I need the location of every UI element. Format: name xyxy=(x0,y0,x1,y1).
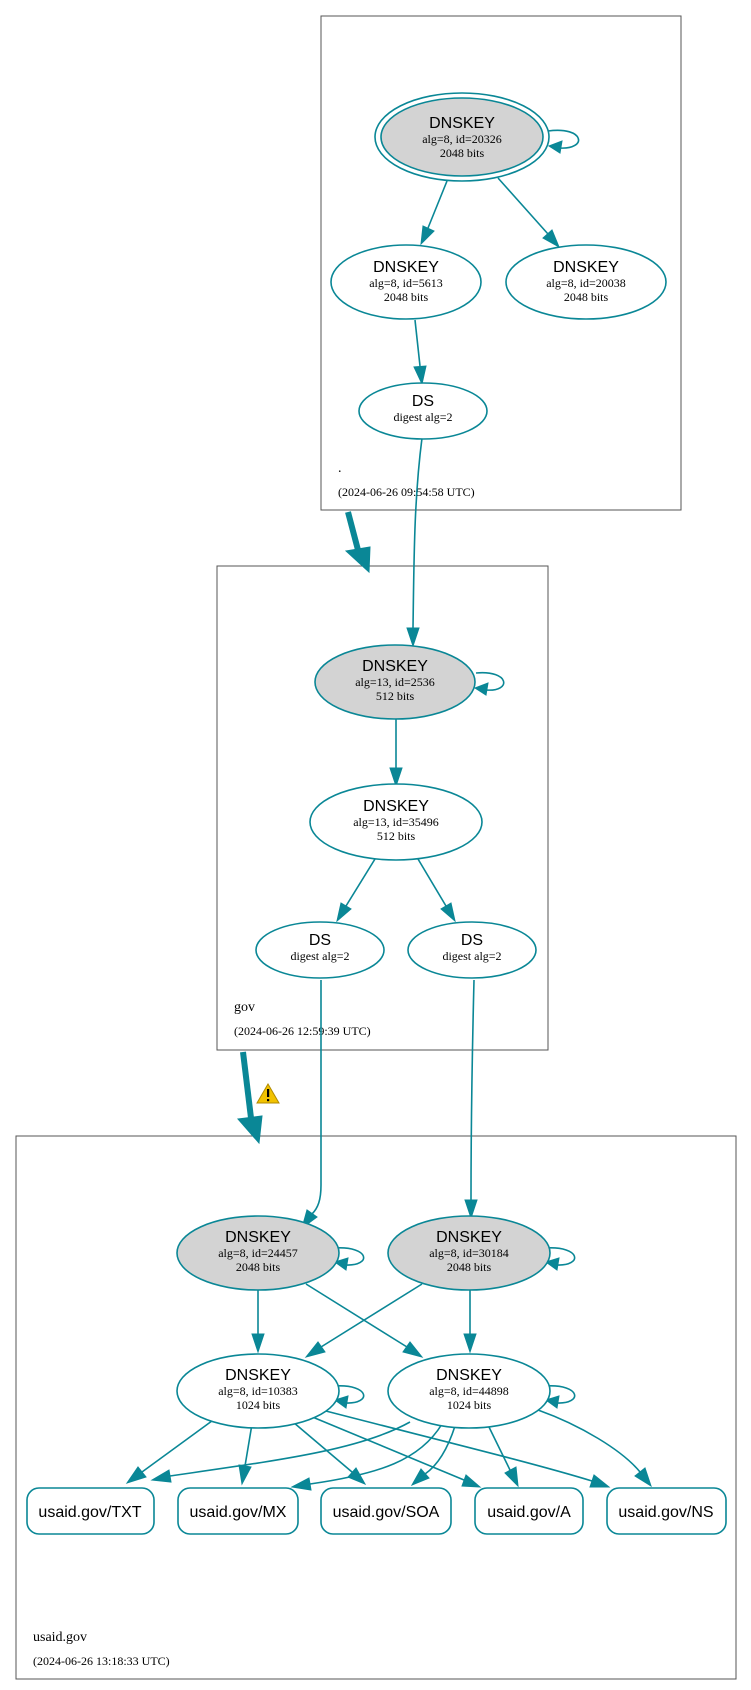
node-gov-ds1: DS digest alg=2 xyxy=(255,921,385,979)
delegation-root-to-gov xyxy=(344,511,371,574)
node-root-zsk1-bits: 2048 bits xyxy=(384,290,429,304)
node-root-zsk2-bits: 2048 bits xyxy=(564,290,609,304)
node-root-zsk1-alg: alg=8, id=5613 xyxy=(369,276,443,290)
rrset-txt: usaid.gov/TXT xyxy=(26,1487,155,1535)
rrset-ns: usaid.gov/NS xyxy=(606,1487,727,1535)
node-usaid-ksk1-bits: 2048 bits xyxy=(236,1260,281,1274)
self-loop-usaid-ksk1 xyxy=(333,1247,365,1271)
self-loop-usaid-zsk1 xyxy=(333,1385,365,1409)
node-usaid-zsk1: DNSKEY alg=8, id=10383 1024 bits xyxy=(176,1353,340,1429)
node-usaid-zsk2-bits: 1024 bits xyxy=(447,1398,492,1412)
edge-usaid-zsk1-to-ns xyxy=(321,1409,611,1488)
node-usaid-ksk2-bits: 2048 bits xyxy=(447,1260,492,1274)
edge-root-ds-to-gov-ksk xyxy=(406,437,423,648)
node-root-zsk1-title: DNSKEY xyxy=(373,259,439,276)
node-root-zsk2-title: DNSKEY xyxy=(553,259,619,276)
edge-gov-ds2-to-usaid-ksk2 xyxy=(464,979,478,1220)
edge-usaid-zsk2-to-ns xyxy=(537,1409,652,1488)
node-usaid-ksk1-title: DNSKEY xyxy=(225,1229,291,1246)
rrset-mx-label: usaid.gov/MX xyxy=(190,1504,287,1521)
node-usaid-ksk2-alg: alg=8, id=30184 xyxy=(429,1246,509,1260)
edge-root-ksk-to-zsk1 xyxy=(420,180,448,246)
edge-gov-zsk-to-ds1 xyxy=(336,858,376,923)
node-usaid-zsk1-title: DNSKEY xyxy=(225,1367,291,1384)
node-usaid-zsk1-bits: 1024 bits xyxy=(236,1398,281,1412)
edge-usaid-ksk1-to-zsk2 xyxy=(305,1283,424,1358)
node-gov-ksk-bits: 512 bits xyxy=(376,689,415,703)
rrset-soa-label: usaid.gov/SOA xyxy=(333,1504,440,1521)
node-root-ds: DS digest alg=2 xyxy=(358,382,488,440)
node-gov-zsk-alg: alg=13, id=35496 xyxy=(353,815,439,829)
edge-usaid-ksk1-to-zsk1 xyxy=(251,1290,265,1354)
node-usaid-zsk2: DNSKEY alg=8, id=44898 1024 bits xyxy=(387,1353,551,1429)
zone-gov-name: gov xyxy=(234,1000,255,1015)
edge-usaid-zsk1-to-txt xyxy=(125,1417,217,1484)
rrset-soa: usaid.gov/SOA xyxy=(320,1487,452,1535)
zone-gov-timestamp: (2024-06-26 12:59:39 UTC) xyxy=(234,1024,371,1038)
node-gov-ksk-title: DNSKEY xyxy=(362,658,428,675)
edge-gov-zsk-to-ds2 xyxy=(417,858,456,923)
node-root-ksk-bits: 2048 bits xyxy=(440,146,485,160)
node-gov-ds1-title: DS xyxy=(309,932,331,949)
rrset-a-label: usaid.gov/A xyxy=(487,1504,571,1521)
edge-usaid-zsk1-to-mx xyxy=(238,1423,253,1486)
node-gov-zsk-bits: 512 bits xyxy=(377,829,416,843)
zone-root-name: . xyxy=(338,461,342,476)
edge-root-ksk-to-zsk2 xyxy=(497,177,561,249)
edge-usaid-zsk1-to-a xyxy=(309,1415,482,1488)
edge-usaid-ksk2-to-zsk1 xyxy=(304,1283,423,1358)
rrset-mx: usaid.gov/MX xyxy=(177,1487,299,1535)
self-loop-usaid-ksk2 xyxy=(544,1247,576,1271)
rrset-ns-label: usaid.gov/NS xyxy=(618,1504,713,1521)
delegation-gov-to-usaid xyxy=(237,1051,263,1145)
warning-icon xyxy=(256,1083,280,1104)
edge-usaid-zsk2-to-soa xyxy=(410,1425,456,1487)
rrset-a: usaid.gov/A xyxy=(474,1487,584,1535)
node-root-ds-digest: digest alg=2 xyxy=(393,410,452,424)
node-gov-ds2-digest: digest alg=2 xyxy=(442,949,501,963)
zone-usaid-timestamp: (2024-06-26 13:18:33 UTC) xyxy=(33,1654,170,1668)
node-gov-ksk-alg: alg=13, id=2536 xyxy=(355,675,435,689)
node-usaid-ksk1-alg: alg=8, id=24457 xyxy=(218,1246,298,1260)
rrset-txt-label: usaid.gov/TXT xyxy=(38,1504,141,1521)
node-gov-zsk: DNSKEY alg=13, id=35496 512 bits xyxy=(309,783,483,861)
zone-usaid-name: usaid.gov xyxy=(33,1630,87,1645)
node-gov-zsk-title: DNSKEY xyxy=(363,798,429,815)
edge-usaid-zsk2-to-a xyxy=(487,1424,519,1488)
node-gov-ds2-title: DS xyxy=(461,932,483,949)
node-gov-ds1-digest: digest alg=2 xyxy=(290,949,349,963)
edge-root-zsk1-to-ds xyxy=(413,319,427,386)
edge-usaid-zsk2-to-txt xyxy=(150,1421,411,1483)
edge-usaid-ksk2-to-zsk2 xyxy=(463,1290,477,1354)
node-root-zsk1: DNSKEY alg=8, id=5613 2048 bits xyxy=(330,244,482,320)
node-usaid-ksk1: DNSKEY alg=8, id=24457 2048 bits xyxy=(176,1215,340,1291)
node-root-ksk-alg: alg=8, id=20326 xyxy=(422,132,502,146)
zone-root-timestamp: (2024-06-26 09:54:58 UTC) xyxy=(338,485,475,499)
node-usaid-zsk2-alg: alg=8, id=44898 xyxy=(429,1384,509,1398)
zone-usaid: usaid.gov (2024-06-26 13:18:33 UTC) xyxy=(15,1135,737,1680)
node-usaid-ksk2-title: DNSKEY xyxy=(436,1229,502,1246)
node-root-zsk2-alg: alg=8, id=20038 xyxy=(546,276,626,290)
edge-usaid-zsk2-to-mx xyxy=(290,1423,443,1491)
edge-gov-ksk-to-zsk xyxy=(389,719,403,788)
self-loop-usaid-zsk2 xyxy=(544,1385,576,1409)
self-loop-gov-ksk xyxy=(473,672,505,696)
node-root-zsk2: DNSKEY alg=8, id=20038 2048 bits xyxy=(505,244,667,320)
node-gov-ksk: DNSKEY alg=13, id=2536 512 bits xyxy=(314,644,476,720)
node-root-ksk: DNSKEY alg=8, id=20326 2048 bits xyxy=(374,92,550,182)
self-loop-root-ksk xyxy=(547,129,580,154)
node-usaid-ksk2: DNSKEY alg=8, id=30184 2048 bits xyxy=(387,1215,551,1291)
node-root-ksk-title: DNSKEY xyxy=(429,115,495,132)
node-usaid-zsk1-alg: alg=8, id=10383 xyxy=(218,1384,298,1398)
node-root-ds-title: DS xyxy=(412,393,434,410)
node-usaid-zsk2-title: DNSKEY xyxy=(436,1367,502,1384)
node-gov-ds2: DS digest alg=2 xyxy=(407,921,537,979)
